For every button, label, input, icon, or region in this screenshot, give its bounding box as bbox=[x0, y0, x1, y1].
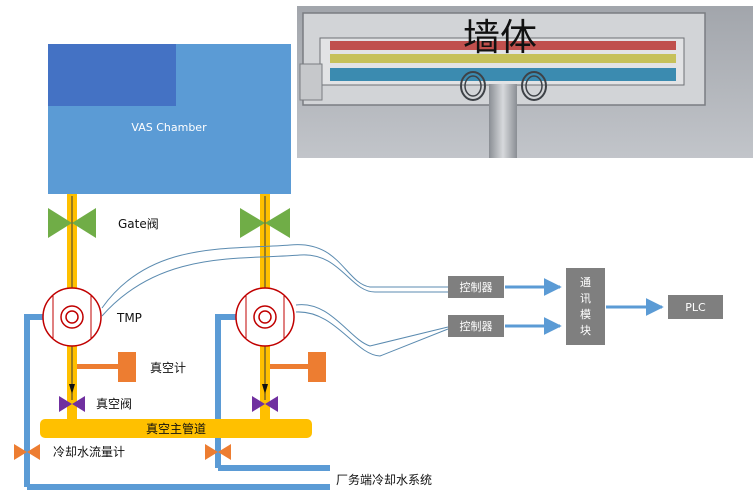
facility-water-label: 厂务端冷却水系统 bbox=[336, 472, 432, 487]
vacuum-valve-left bbox=[59, 396, 85, 412]
controller-2-label: 控制器 bbox=[460, 319, 493, 333]
vacuum-gauge-left bbox=[77, 352, 136, 382]
comm-module-char-2: 讯 bbox=[580, 292, 591, 305]
comm-module-char-3: 模 bbox=[580, 308, 591, 321]
wall-yellow-layer bbox=[330, 54, 676, 63]
vacuum-gauge-label: 真空计 bbox=[150, 361, 186, 375]
controller-1: 控制器 bbox=[448, 276, 504, 298]
flowmeter-left bbox=[14, 444, 40, 460]
gate-valve-label: Gate阀 bbox=[118, 217, 159, 231]
wall-red-layer bbox=[330, 41, 676, 50]
tmp-pump-right bbox=[235, 287, 295, 347]
tmp-label: TMP bbox=[116, 311, 142, 325]
chamber-label: VAS Chamber bbox=[131, 121, 207, 134]
flowmeter-right bbox=[205, 444, 231, 460]
plc-box: PLC bbox=[668, 295, 723, 319]
vacuum-valve-label: 真空阀 bbox=[96, 397, 132, 411]
wall-render-image: 墙体 bbox=[297, 6, 753, 158]
controller-cables bbox=[101, 244, 449, 357]
comm-module: 通 讯 模 块 bbox=[566, 268, 605, 345]
controller-1-label: 控制器 bbox=[460, 280, 493, 294]
signal-arrows bbox=[505, 278, 664, 335]
wall-blue-layer bbox=[330, 68, 676, 81]
gate-valve-right bbox=[240, 208, 290, 238]
gate-valve-left bbox=[48, 208, 96, 238]
vas-chamber: VAS Chamber bbox=[48, 44, 291, 194]
vacuum-valve-right bbox=[252, 396, 278, 412]
flowmeter-label: 冷却水流量计 bbox=[53, 445, 125, 459]
comm-module-char-1: 通 bbox=[580, 276, 591, 289]
tmp-pump-left bbox=[42, 287, 102, 347]
vacuum-gauge-right bbox=[270, 352, 326, 382]
plc-label: PLC bbox=[685, 301, 706, 314]
wall-label: 墙体 bbox=[463, 16, 537, 59]
main-pipe-label: 真空主管道 bbox=[146, 421, 206, 436]
main-vacuum-pipe: 真空主管道 bbox=[40, 419, 312, 438]
comm-module-char-4: 块 bbox=[580, 324, 591, 337]
controller-2: 控制器 bbox=[448, 315, 504, 337]
cooling-water-loop bbox=[24, 314, 330, 490]
